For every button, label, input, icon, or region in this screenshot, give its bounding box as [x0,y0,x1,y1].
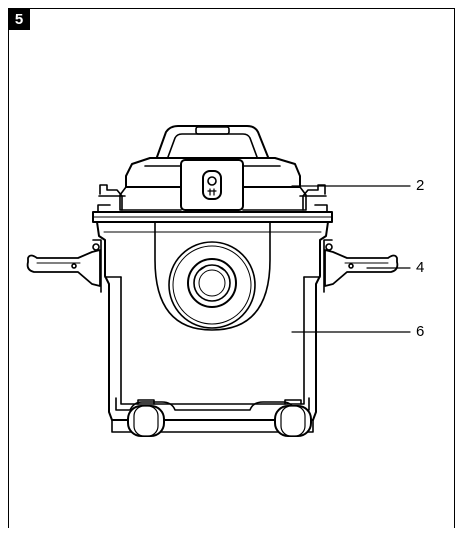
wheel-base [111,397,314,433]
callout-container: 6 [416,323,425,340]
right-wheel [274,399,312,437]
carry-handle [156,125,269,158]
lid-clips [98,184,327,211]
figure-number-badge: 5 [8,8,30,30]
callout-lid: 2 [416,177,425,194]
right-latch [323,239,399,293]
container-body [96,221,329,421]
left-wheel [127,399,165,437]
hose-inlet [154,222,271,331]
lid-rim [92,204,333,223]
motor-head [119,157,307,211]
leader-lines [291,185,411,333]
callout-latch: 4 [416,259,425,276]
left-latch [26,239,102,293]
figure-frame [8,8,455,528]
